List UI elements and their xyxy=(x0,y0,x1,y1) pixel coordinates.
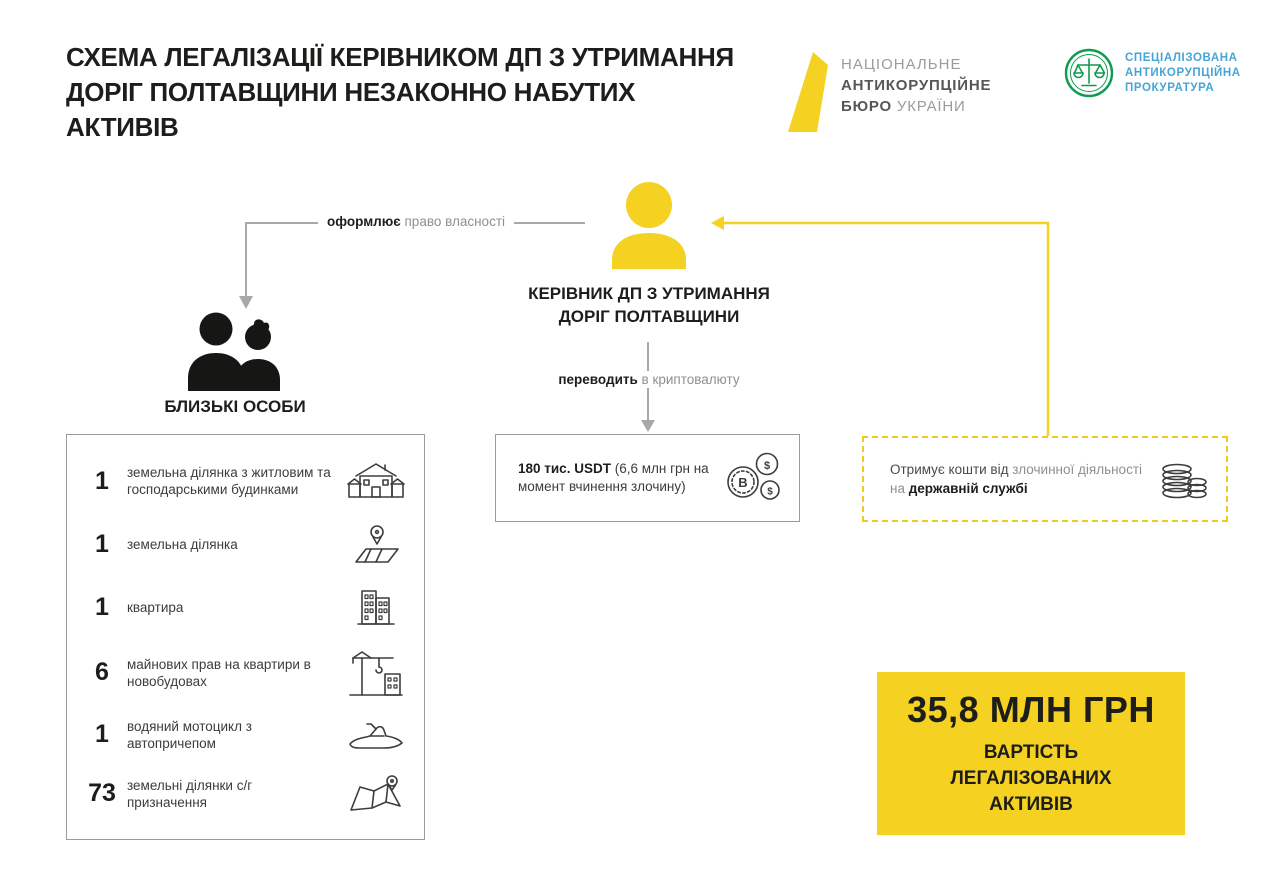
nabu-logo: НАЦІОНАЛЬНЕ АНТИКОРУПЦІЙНЕ БЮРО УКРАЇНИ xyxy=(788,52,991,132)
relatives-couple-icon xyxy=(178,312,292,391)
official-person-icon xyxy=(605,181,693,269)
proceeds-part3: державній службі xyxy=(908,481,1028,496)
sap-logo-text: СПЕЦІАЛІЗОВАНА АНТИКОРУПЦІЙНА ПРОКУРАТУР… xyxy=(1125,48,1241,96)
farmland-map-icon xyxy=(342,774,410,814)
criminal-proceeds-box: Отримує кошти від злочинної діяльності н… xyxy=(862,436,1228,522)
asset-count: 1 xyxy=(95,592,109,621)
proceeds-part1: Отримує кошти від xyxy=(890,462,1013,477)
crypto-coins-icon: B $ $ xyxy=(719,451,785,505)
svg-text:$: $ xyxy=(767,487,773,498)
asset-row-apartment: 1 квартира xyxy=(67,586,424,628)
nabu-line3-rest: УКРАЇНИ xyxy=(891,98,966,115)
crypto-amount-bold: 180 тис. USDT xyxy=(518,461,611,476)
sap-logo: СПЕЦІАЛІЗОВАНА АНТИКОРУПЦІЙНА ПРОКУРАТУР… xyxy=(1064,48,1241,103)
ownership-edge-label: оформлює право власності xyxy=(318,213,514,230)
page-title: СХЕМА ЛЕГАЛІЗАЦІЇ КЕРІВНИКОМ ДП З УТРИМА… xyxy=(66,40,746,145)
svg-text:$: $ xyxy=(764,460,770,472)
convert-label-rest: в криптовалюту xyxy=(637,372,740,387)
ownership-label-rest: право власності xyxy=(400,214,506,229)
page-title-line2: ДОРІГ ПОЛТАВЩИНИ НЕЗАКОННО НАБУТИХ АКТИВ… xyxy=(66,77,636,142)
ownership-label-bold: оформлює xyxy=(327,214,401,229)
convert-label-bold: переводить xyxy=(558,372,638,387)
asset-row-farmland: 73 земельні ділянки с/г призначення xyxy=(67,774,424,814)
convert-edge-label: переводить в криптовалюту xyxy=(543,371,755,388)
crypto-amount-box: 180 тис. USDT (6,6 млн грн на момент вчи… xyxy=(495,434,800,522)
relatives-assets-panel: 1 земельна ділянка з житловим та господа… xyxy=(66,434,425,840)
asset-text: майнових прав на квартири в новобудовах xyxy=(127,656,311,689)
relatives-label: БЛИЗЬКІ ОСОБИ xyxy=(164,397,306,416)
land-plot-icon xyxy=(342,523,410,565)
nabu-line2: АНТИКОРУПЦІЙНЕ xyxy=(841,77,992,94)
asset-count: 1 xyxy=(95,720,109,749)
asset-count: 1 xyxy=(95,529,109,558)
asset-text: водяний мотоцикл з автопричепом xyxy=(127,718,252,751)
proceeds-part2: злочинної діяльності на xyxy=(890,462,1143,496)
nabu-line1: НАЦІОНАЛЬНЕ xyxy=(841,56,962,73)
page-title-line1: СХЕМА ЛЕГАЛІЗАЦІЇ КЕРІВНИКОМ ДП З УТРИМА… xyxy=(66,42,734,72)
asset-row-jetski: 1 водяний мотоцикл з автопричепом xyxy=(67,717,424,753)
coin-stack-icon xyxy=(1158,457,1210,501)
asset-text: земельна ділянка з житловим та господарс… xyxy=(127,465,331,498)
asset-text: земельна ділянка xyxy=(127,536,238,552)
total-amount: 35,8 МЛН ГРН xyxy=(907,689,1155,730)
criminal-proceeds-text: Отримує кошти від злочинної діяльності н… xyxy=(890,460,1158,498)
nabu-line3: БЮРО УКРАЇНИ xyxy=(841,96,991,117)
asset-count: 73 xyxy=(88,779,116,808)
crypto-amount-text: 180 тис. USDT (6,6 млн грн на момент вчи… xyxy=(518,460,719,496)
total-value-box: 35,8 МЛН ГРН ВАРТІСТЬ ЛЕГАЛІЗОВАНИХ АКТИ… xyxy=(877,672,1185,835)
asset-row-newbuild: 6 майнових прав на квартири в новобудова… xyxy=(67,650,424,696)
asset-count: 6 xyxy=(95,658,109,687)
asset-row-land: 1 земельна ділянка xyxy=(67,523,424,565)
official-label-line2: ДОРІГ ПОЛТАВЩИНИ xyxy=(558,307,740,326)
svg-text:B: B xyxy=(738,475,747,490)
sap-line2: АНТИКОРУПЦІЙНА xyxy=(1125,67,1241,79)
official-label: КЕРІВНИК ДП З УТРИМАННЯ ДОРІГ ПОЛТАВЩИНИ xyxy=(528,282,770,328)
sap-emblem-icon xyxy=(1064,48,1114,103)
asset-count: 1 xyxy=(95,466,109,495)
sap-line3: ПРОКУРАТУРА xyxy=(1125,82,1215,94)
total-label: ВАРТІСТЬ ЛЕГАЛІЗОВАНИХ АКТИВІВ xyxy=(950,742,1112,815)
jet-ski-icon xyxy=(342,717,410,753)
official-label-line1: КЕРІВНИК ДП З УТРИМАННЯ xyxy=(528,284,770,303)
nabu-line3-bold: БЮРО xyxy=(841,98,892,115)
asset-text: земельні ділянки с/г призначення xyxy=(127,777,253,810)
house-icon xyxy=(342,460,410,502)
nabu-mark-icon xyxy=(788,52,828,132)
nabu-logo-text: НАЦІОНАЛЬНЕ АНТИКОРУПЦІЙНЕ БЮРО УКРАЇНИ xyxy=(841,52,991,117)
crane-icon xyxy=(342,650,410,696)
apartment-icon xyxy=(342,586,410,628)
asset-row-house: 1 земельна ділянка з житловим та господа… xyxy=(67,460,424,502)
crypto-amount-rest: (6,6 млн грн на момент вчинення злочину) xyxy=(518,461,709,494)
asset-text: квартира xyxy=(127,599,184,615)
sap-line1: СПЕЦІАЛІЗОВАНА xyxy=(1125,52,1238,64)
